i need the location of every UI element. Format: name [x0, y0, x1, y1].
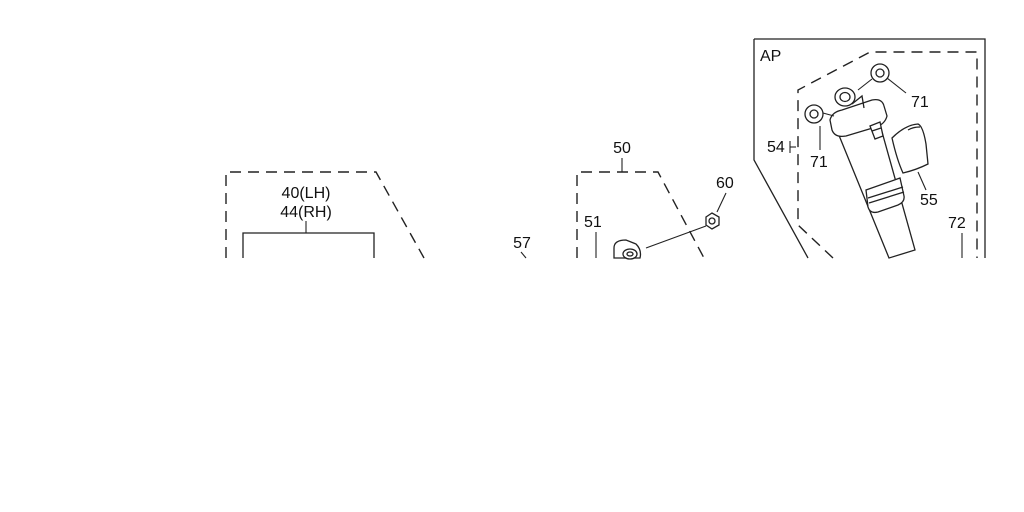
bushing-part-71-left [804, 104, 824, 124]
bushing-part-71-right [870, 63, 890, 83]
inset-ap: AP 54 71 [753, 38, 986, 259]
part-label-60: 60 [716, 175, 734, 192]
inset-label-ap: AP [760, 48, 781, 65]
assembly-group-40-44: 40(LH) 44(RH) [225, 171, 425, 259]
assembly-group-50: 57 50 51 60 [513, 140, 734, 260]
inset-frame [753, 38, 986, 259]
part-label-71-left: 71 [810, 154, 828, 171]
part-label-40: 40(LH) [282, 185, 331, 202]
shock-absorber-part [829, 87, 916, 259]
part-label-50: 50 [613, 140, 631, 157]
part-label-51: 51 [584, 214, 602, 231]
part-label-55: 55 [920, 192, 938, 209]
part-box-40 [242, 232, 375, 258]
bushing-part [613, 239, 642, 260]
part-label-72: 72 [948, 215, 966, 232]
band-part-55 [891, 123, 929, 174]
part-label-57: 57 [513, 235, 531, 252]
part-label-54: 54 [767, 139, 785, 156]
nut-part-60 [705, 212, 720, 230]
part-label-44: 44(RH) [280, 204, 332, 221]
subassembly-outline-54 [797, 51, 978, 259]
part-label-71-right: 71 [911, 94, 929, 111]
